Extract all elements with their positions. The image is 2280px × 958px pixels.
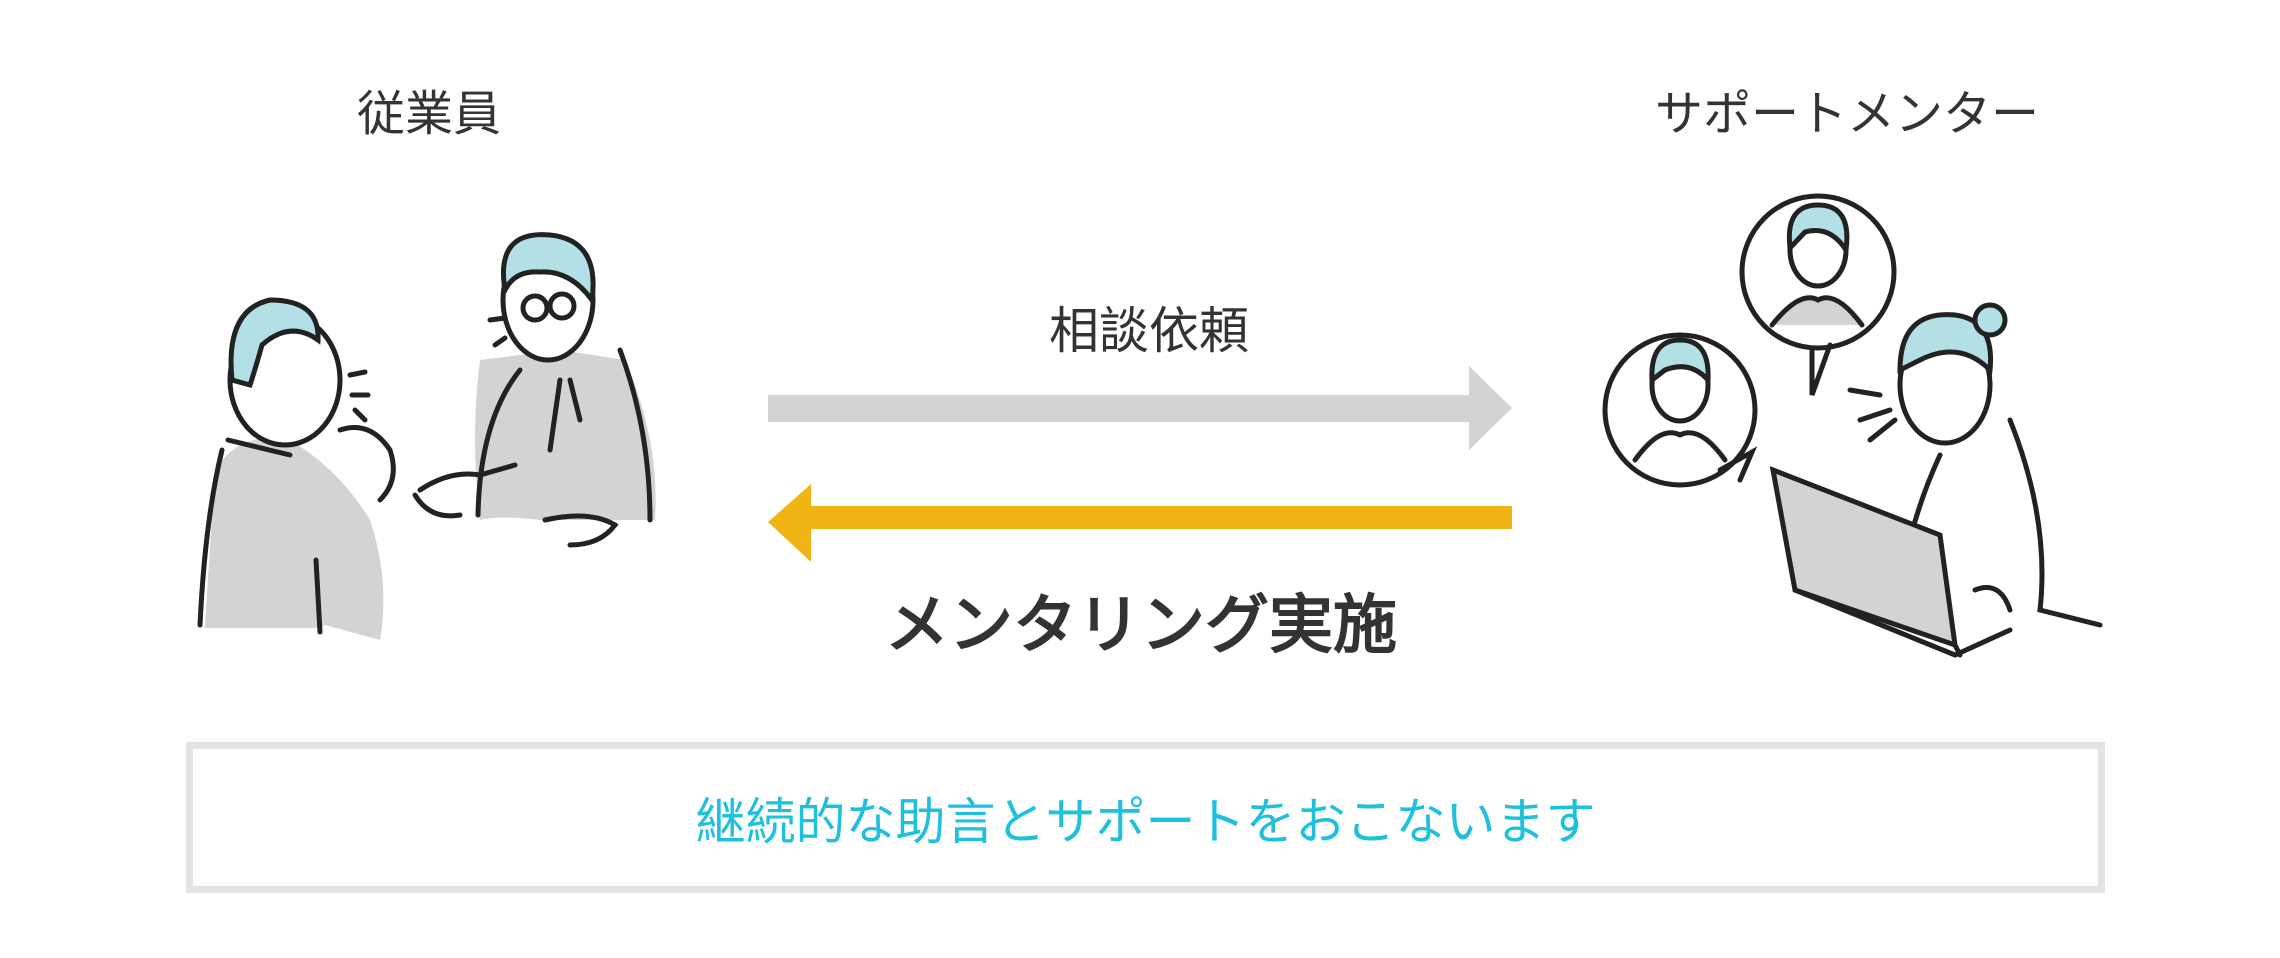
- employee-illustration: [197, 232, 656, 640]
- mentor-title: サポートメンター: [1654, 86, 2040, 142]
- mentor-illustration: [1602, 193, 2103, 658]
- request-label: 相談依頼: [1049, 302, 1249, 360]
- summary-text: 継続的な助言とサポートをおこないます: [695, 792, 1596, 851]
- request-arrow: [768, 366, 1512, 450]
- mentoring-label: メンタリング実施: [885, 589, 1397, 663]
- employee-title: 従業員: [356, 86, 502, 142]
- mentoring-arrow: [768, 484, 1512, 562]
- summary-box: 継続的な助言とサポートをおこないます: [186, 742, 2105, 893]
